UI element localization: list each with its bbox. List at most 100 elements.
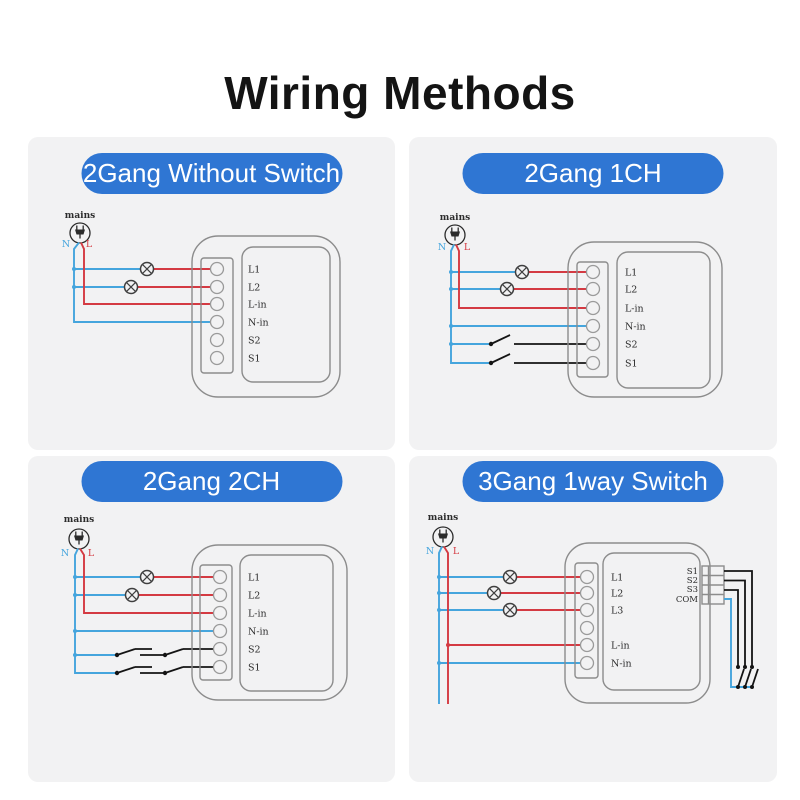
terminal-circle-l1 xyxy=(212,569,228,585)
wall-switch-icon xyxy=(488,353,586,366)
terminal-label: L2 xyxy=(611,589,623,600)
wall-switch-icon xyxy=(750,668,759,689)
terminal-label: L-in xyxy=(625,304,644,315)
lamp-icon xyxy=(139,569,155,585)
terminal-circle-l-in xyxy=(579,637,595,653)
mains-plug-icon: mains N L xyxy=(426,513,460,557)
connector-block xyxy=(701,565,725,605)
lamp-icon xyxy=(502,602,518,618)
terminal-circle-l1 xyxy=(209,261,225,277)
relay-device: L1 L2 L-in N-in S2 S1 xyxy=(191,544,348,701)
terminal-circle-n-in xyxy=(579,655,595,671)
terminal-block xyxy=(576,261,609,378)
terminal-circle-s2 xyxy=(212,641,228,657)
relay-device: L1 L2 L-in N-in S2 S1 xyxy=(567,241,723,398)
wall-switch-icon xyxy=(488,334,586,347)
terminal-circle-l3 xyxy=(579,602,595,618)
lamp-icon xyxy=(486,585,502,601)
terminal-circle-unused xyxy=(579,620,595,636)
signal-label-com: COM xyxy=(676,595,698,605)
neutral-label: N xyxy=(438,242,446,253)
two-way-switch-icon xyxy=(114,666,213,676)
panel-2gang-2ch: 2Gang 2CH mains N L xyxy=(28,456,395,782)
wall-switch-icon xyxy=(736,668,745,689)
terminal-label: N-in xyxy=(611,659,632,670)
com-wire xyxy=(724,598,752,688)
lamp-icon xyxy=(502,569,518,585)
live-label: L xyxy=(464,242,471,253)
mains-plug-icon: mains N L xyxy=(61,515,95,559)
terminal-circle-l1 xyxy=(585,264,601,280)
terminal-circle-l2 xyxy=(209,279,225,295)
live-label: L xyxy=(86,239,93,250)
terminal-circle-l2 xyxy=(585,281,601,297)
wiring-diagram-2gang-1ch: mains N L xyxy=(438,213,723,398)
terminal-label: S1 xyxy=(625,359,638,370)
mains-label: mains xyxy=(65,211,95,221)
terminal-label: L1 xyxy=(611,573,623,584)
neutral-label: N xyxy=(61,548,69,559)
terminal-circle-n-in xyxy=(212,623,228,639)
signal-label-s2: S2 xyxy=(687,576,698,586)
lamp-icon xyxy=(124,587,140,603)
terminal-circle-l-in xyxy=(585,300,601,316)
terminal-circle-s1 xyxy=(209,350,225,366)
neutral-wires xyxy=(449,244,586,364)
two-way-switch-icon xyxy=(114,648,213,658)
signal-label-s3: S3 xyxy=(687,585,698,595)
live-label: L xyxy=(88,548,95,559)
terminal-label: L-in xyxy=(248,300,267,311)
neutral-wires xyxy=(72,242,210,323)
mains-label: mains xyxy=(428,513,458,523)
terminal-label: S2 xyxy=(248,336,261,347)
wiring-diagram-3gang-1way: mains N L xyxy=(426,513,759,704)
terminal-block xyxy=(199,564,233,681)
panel-header-pill: 3Gang 1way Switch xyxy=(462,461,724,502)
terminal-label: L1 xyxy=(248,573,260,584)
terminal-circle-s2 xyxy=(209,332,225,348)
terminal-circle-s1 xyxy=(585,355,601,371)
terminal-label: S2 xyxy=(248,645,261,656)
terminal-label: L2 xyxy=(248,283,260,294)
neutral-label: N xyxy=(62,239,70,250)
terminal-label: L-in xyxy=(248,609,267,620)
panel-3gang-1way-switch: 3Gang 1way Switch mains N L xyxy=(409,456,777,782)
wall-switch-icon xyxy=(743,668,752,689)
mains-label: mains xyxy=(440,213,470,223)
neutral-wires xyxy=(437,546,580,704)
panel-2gang-without-switch: 2Gang Without Switch mains N L xyxy=(28,137,395,450)
relay-device: L1 L2 L-in N-in S2 S1 xyxy=(191,235,341,398)
terminal-circle-s2 xyxy=(585,336,601,352)
terminal-label: L2 xyxy=(625,285,637,296)
terminal-label: S2 xyxy=(625,340,638,351)
relay-device: L1 L2 L3 L-in N-in S1 S2 S3 COM xyxy=(564,542,725,704)
terminal-label: L-in xyxy=(611,641,630,652)
mains-label: mains xyxy=(64,515,94,525)
terminal-circle-l2 xyxy=(579,585,595,601)
panel-2gang-1ch: 2Gang 1CH mains N L xyxy=(409,137,777,450)
signal-label-s1: S1 xyxy=(687,567,698,577)
lamp-icon xyxy=(514,264,530,280)
terminal-label: N-in xyxy=(248,318,269,329)
terminal-label: N-in xyxy=(248,627,269,638)
lamp-icon xyxy=(139,261,155,277)
neutral-wires xyxy=(73,548,213,674)
terminal-circle-l1 xyxy=(579,569,595,585)
terminal-circle-n-in xyxy=(209,314,225,330)
terminal-label: L2 xyxy=(248,591,260,602)
mains-plug-icon: mains N L xyxy=(438,213,471,253)
terminal-label: S1 xyxy=(248,663,261,674)
terminal-label: N-in xyxy=(625,322,646,333)
switch-signal-wires xyxy=(724,570,754,688)
terminal-label: L3 xyxy=(611,606,623,617)
panel-header-pill: 2Gang 2CH xyxy=(81,461,342,502)
terminal-label: S1 xyxy=(248,354,261,365)
terminal-block xyxy=(574,562,599,679)
terminal-circle-l-in xyxy=(212,605,228,621)
terminal-circle-n-in xyxy=(585,318,601,334)
terminal-circle-l-in xyxy=(209,296,225,312)
terminal-label: L1 xyxy=(248,265,260,276)
terminal-block xyxy=(200,257,234,374)
live-wires xyxy=(443,546,580,704)
lamp-icon xyxy=(499,281,515,297)
